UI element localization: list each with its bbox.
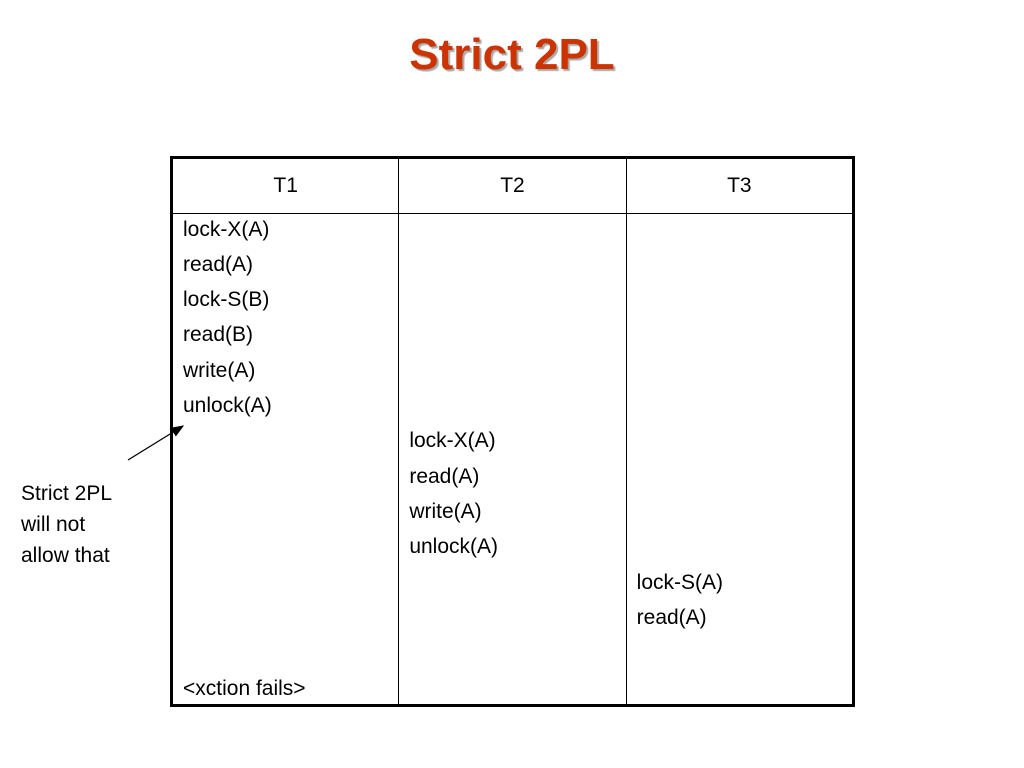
t1-op: lock-X(A) xyxy=(183,218,270,241)
t3-column: lock-S(A) read(A) xyxy=(625,213,855,706)
t3-op: lock-S(A) xyxy=(636,571,723,594)
t2-op: unlock(A) xyxy=(409,535,499,558)
schedule-table: T1 T2 T3 lock-X(A) read(A) lock-S(B) rea… xyxy=(170,156,855,707)
t1-op: write(A) xyxy=(183,359,256,382)
t1-fail-note: <xction fails> xyxy=(183,677,306,700)
annotation-line: Strict 2PL xyxy=(21,482,113,505)
t2-op: lock-X(A) xyxy=(409,429,496,452)
annotation-line: will not xyxy=(21,513,86,536)
slide-title: Strict 2PL xyxy=(409,30,615,79)
t1-op: read(B) xyxy=(183,323,254,346)
t2-op: read(A) xyxy=(409,465,480,488)
t2-op: write(A) xyxy=(409,500,482,523)
annotation-note: Strict 2PL will not allow that xyxy=(21,478,112,571)
t1-op: lock-S(B) xyxy=(183,288,270,311)
t1-op: unlock(A) xyxy=(183,394,272,417)
header-t3: T3 xyxy=(625,157,855,214)
t1-op: read(A) xyxy=(183,253,254,276)
t3-op: read(A) xyxy=(636,606,707,629)
annotation-line: allow that xyxy=(21,544,110,567)
body-row: lock-X(A) read(A) lock-S(B) read(B) writ… xyxy=(170,213,855,706)
